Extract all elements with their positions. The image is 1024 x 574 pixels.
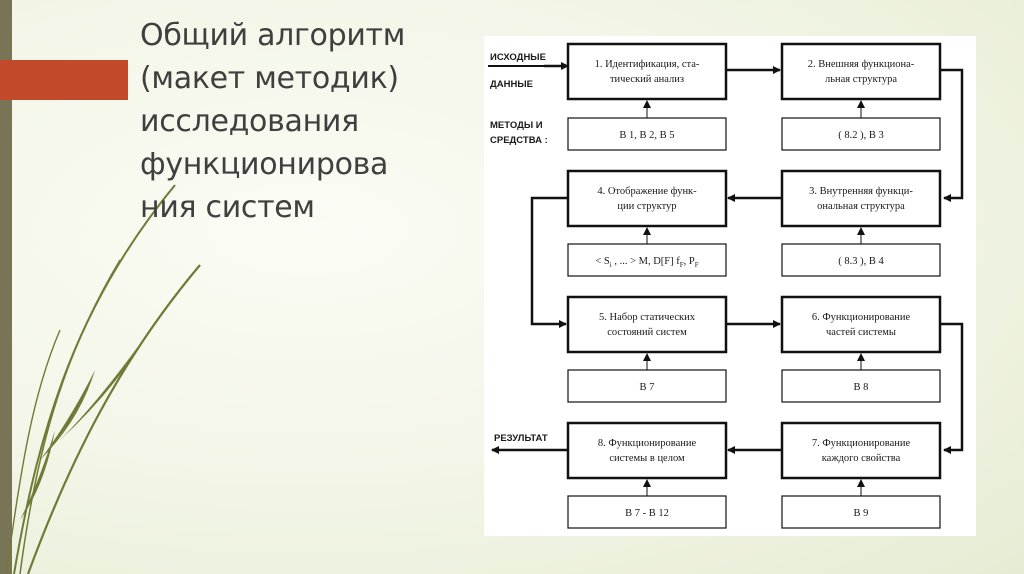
methods-box-6: В 8 (781, 369, 941, 403)
leaf-stem-3 (19, 259, 121, 574)
step-box-1: 1. Идентификация, ста- тический анализ (566, 42, 728, 101)
methods-box-1: В 1, В 2, В 5 (567, 117, 727, 151)
svg-text:тический анализ: тический анализ (610, 74, 684, 85)
algorithm-diagram: ИСХОДНЫЕ ДАННЫЕ МЕТОДЫ И СРЕДСТВА : РЕЗУ… (484, 36, 976, 536)
svg-text:состояний систем: состояний систем (607, 327, 687, 338)
svg-text:1. Идентификация, ста-: 1. Идентификация, ста- (595, 59, 700, 70)
title-line: Общий алгоритм (140, 18, 406, 53)
arrow-6-to-7 (940, 322, 964, 454)
svg-text:В 1, В 2, В 5: В 1, В 2, В 5 (619, 130, 674, 141)
slide-title: Общий алгоритм (макет методик) исследова… (140, 14, 460, 229)
svg-text:8. Функционирование: 8. Функционирование (598, 438, 697, 449)
step-box-6: 6. Функционирование частей системы (780, 295, 942, 354)
leaf-2 (60, 330, 150, 440)
svg-text:( 8.3 ), В 4: ( 8.3 ), В 4 (838, 256, 884, 267)
svg-text:ональная структура: ональная структура (817, 201, 905, 212)
methods-box-5: В 7 (567, 369, 727, 403)
title-line: (макет методик) (140, 61, 399, 96)
svg-text:2. Внешняя функциона-: 2. Внешняя функциона- (808, 59, 915, 70)
svg-text:системы в целом: системы в целом (609, 453, 685, 464)
step-box-8: 8. Функционирование системы в целом (566, 421, 728, 480)
step-box-5: 5. Набор статических состояний систем (566, 295, 728, 354)
title-accent-bar (0, 60, 128, 100)
methods-formula: < Si , ... > M, D[F] fF, PF (595, 256, 698, 269)
svg-text:5. Набор статических: 5. Набор статических (599, 312, 696, 323)
methods-box-3: ( 8.3 ), В 4 (781, 243, 941, 277)
svg-text:ции структур: ции структур (617, 201, 676, 212)
leaf-stem-2 (26, 264, 201, 574)
svg-text:7. Функционирование: 7. Функционирование (812, 438, 911, 449)
svg-text:( 8.2 ), В 3: ( 8.2 ), В 3 (838, 130, 884, 141)
arrow-2-to-3 (940, 68, 964, 202)
step-box-7: 7. Функционирование каждого свойства (780, 421, 942, 480)
methods-box-2: ( 8.2 ), В 3 (781, 117, 941, 151)
leaf-stem-1 (13, 184, 176, 574)
methods-box-8: В 7 - В 12 (567, 495, 727, 529)
svg-text:В 8: В 8 (854, 382, 869, 393)
methods-box-4: < Si , ... > M, D[F] fF, PF (567, 243, 727, 277)
title-line: функционирова (140, 147, 389, 182)
svg-text:частей системы: частей системы (826, 327, 896, 338)
svg-text:3. Внутренняя функци-: 3. Внутренняя функци- (809, 186, 913, 197)
methods-box-7: В 9 (781, 495, 941, 529)
result-label: РЕЗУЛЬТАТ (494, 433, 548, 444)
input-label: ИСХОДНЫЕ (490, 52, 546, 63)
title-line: ния систем (140, 190, 315, 225)
leaf-1 (40, 370, 95, 460)
arrow-4-to-5 (530, 196, 568, 328)
step-box-4: 4. Отображение функ- ции структур (566, 169, 728, 228)
left-decor-bar (0, 0, 12, 574)
step-box-2: 2. Внешняя функциона- льная структура (780, 42, 942, 101)
svg-text:В 9: В 9 (854, 508, 869, 519)
title-line: исследования (140, 104, 359, 139)
methods-label: СРЕДСТВА : (490, 135, 548, 146)
svg-text:льная структура: льная структура (825, 74, 897, 85)
methods-label: МЕТОДЫ И (490, 120, 543, 131)
leaf-decoration (5, 184, 201, 574)
svg-text:каждого свойства: каждого свойства (822, 453, 901, 464)
svg-text:6. Функционирование: 6. Функционирование (812, 312, 911, 323)
algorithm-flowchart: ИСХОДНЫЕ ДАННЫЕ МЕТОДЫ И СРЕДСТВА : РЕЗУ… (488, 42, 964, 529)
svg-text:В 7: В 7 (640, 382, 655, 393)
svg-text:4. Отображение функ-: 4. Отображение функ- (597, 186, 697, 197)
step-box-3: 3. Внутренняя функци- ональная структура (780, 169, 942, 228)
input-label: ДАННЫЕ (490, 79, 533, 90)
svg-text:В 7 - В 12: В 7 - В 12 (625, 508, 669, 519)
leaf-stem-4 (5, 329, 61, 574)
